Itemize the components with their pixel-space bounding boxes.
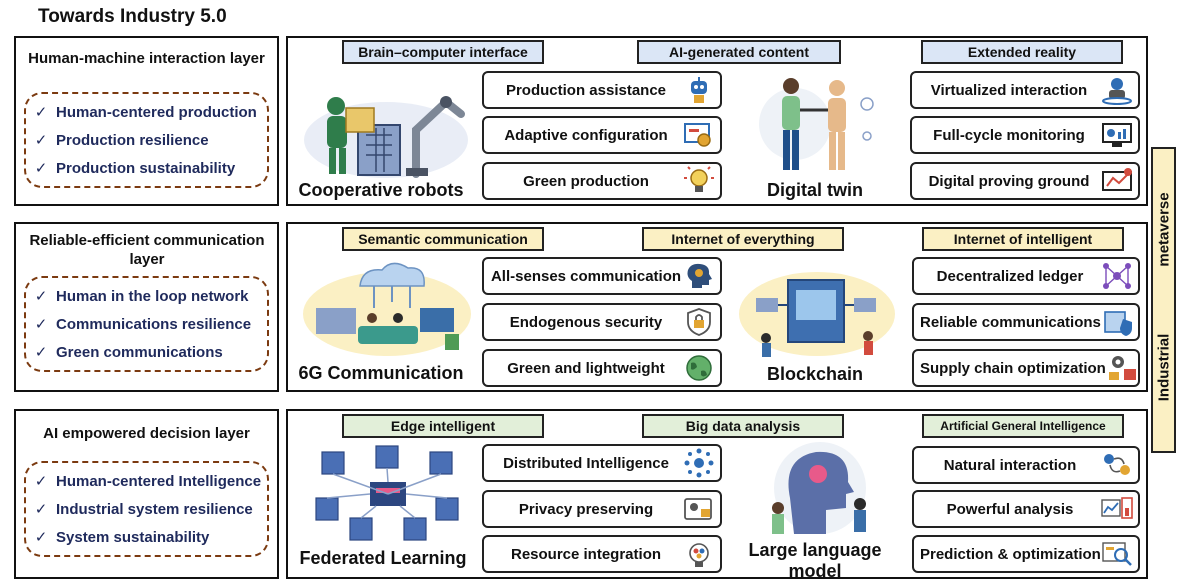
goals-list: ✓Human-centered Intelligence ✓Industrial… — [24, 461, 269, 557]
natural-interaction-icon — [1104, 454, 1130, 475]
tech-tag: AI-generated content — [637, 40, 841, 64]
tech-tag: Extended reality — [921, 40, 1123, 64]
feature-box: Decentralized ledger — [912, 257, 1140, 295]
goals-list: ✓Human-centered production ✓Production r… — [24, 92, 269, 188]
layer-title: Reliable-efficient communication layer — [29, 232, 265, 268]
prediction-magnifier-icon — [1102, 542, 1132, 566]
goal-item: ✓System sustainability — [26, 523, 267, 551]
tech-tag: Internet of everything — [642, 227, 844, 251]
feature-box: Resource integration — [482, 535, 722, 573]
green-globe-icon — [686, 355, 712, 381]
feature-box: Prediction & optimization — [912, 535, 1140, 573]
industrial-metaverse-bar: Industrial metaverse — [1151, 147, 1176, 453]
goal-item: ✓Green communications — [26, 338, 267, 366]
feature-box: Natural interaction — [912, 446, 1140, 484]
layer-comm-left-panel: Reliable-efficient communication layer ✓… — [14, 222, 279, 392]
illustration-label: 6G Communication — [298, 363, 464, 383]
metaverse-label-line1: Industrial — [1155, 333, 1173, 402]
check-icon: ✓ — [34, 160, 48, 177]
check-icon: ✓ — [34, 288, 48, 305]
federated-learning-illustration — [315, 445, 459, 541]
lightbulb-icon — [684, 166, 714, 192]
feature-box: All-senses communication — [482, 257, 722, 295]
feature-box: Digital proving ground — [910, 162, 1140, 200]
check-icon: ✓ — [34, 501, 48, 518]
assistant-robot-icon — [691, 77, 707, 103]
large-language-model-illustration — [772, 442, 866, 534]
distributed-network-icon — [684, 448, 714, 478]
check-icon: ✓ — [34, 344, 48, 361]
tech-tag: Big data analysis — [642, 414, 844, 438]
monitor-icon — [1102, 123, 1132, 147]
configuration-gear-icon — [684, 123, 711, 147]
tech-tag: Semantic communication — [342, 227, 544, 251]
illustration-label: Blockchain — [766, 364, 864, 384]
check-icon: ✓ — [34, 473, 48, 490]
illustration-label: Large language model — [748, 540, 882, 581]
feature-box: Reliable communications — [912, 303, 1140, 341]
blockchain-illustration — [739, 272, 895, 357]
vr-headset-icon — [1102, 78, 1132, 105]
tech-tag: Internet of intelligent — [922, 227, 1124, 251]
goal-item: ✓Human in the loop network — [26, 282, 267, 310]
feature-box: Supply chain optimization — [912, 349, 1140, 387]
goal-item: ✓Production resilience — [26, 126, 267, 154]
goal-item: ✓Industrial system resilience — [26, 495, 267, 523]
feature-box: Endogenous security — [482, 303, 722, 341]
privacy-id-icon — [684, 498, 712, 520]
layer-title: Human-machine interaction layer — [28, 50, 265, 67]
check-icon: ✓ — [34, 316, 48, 333]
proving-ground-icon — [1102, 168, 1132, 191]
check-icon: ✓ — [34, 529, 48, 546]
check-icon: ✓ — [34, 104, 48, 121]
feature-box: Full-cycle monitoring — [910, 116, 1140, 154]
illustration-label: Digital twin — [767, 180, 863, 200]
feature-box: Virtualized interaction — [910, 71, 1140, 109]
check-icon: ✓ — [34, 132, 48, 149]
feature-box: Powerful analysis — [912, 490, 1140, 528]
feature-box: Production assistance — [482, 71, 722, 109]
layer-ai-left-panel: AI empowered decision layer ✓Human-cente… — [14, 409, 279, 579]
digital-twin-illustration — [759, 78, 874, 170]
6g-communication-illustration — [303, 262, 471, 356]
goal-item: ✓Communications resilience — [26, 310, 267, 338]
tech-tag: Edge intelligent — [342, 414, 544, 438]
goal-item: ✓Human-centered production — [26, 98, 267, 126]
layer-hmi-left-panel: Human-machine interaction layer ✓Human-c… — [14, 36, 279, 206]
security-lock-icon — [687, 308, 711, 336]
cooperative-robots-illustration — [304, 96, 468, 178]
feature-box: Green production — [482, 162, 722, 200]
goal-item: ✓Human-centered Intelligence — [26, 467, 267, 495]
integration-bulb-icon — [689, 543, 709, 567]
metaverse-label-line2: metaverse — [1155, 192, 1173, 267]
feature-box: Adaptive configuration — [482, 116, 722, 154]
goals-list: ✓Human in the loop network ✓Communicatio… — [24, 276, 269, 372]
tech-tag: Brain–computer interface — [342, 40, 544, 64]
tech-tag: Artificial General Intelligence — [922, 414, 1124, 438]
page-title: Towards Industry 5.0 — [38, 6, 227, 27]
brain-head-icon — [687, 263, 712, 288]
illustration-label: Cooperative robots — [298, 180, 464, 200]
feature-box: Distributed Intelligence — [482, 444, 722, 482]
layer-title: AI empowered decision layer — [43, 425, 250, 442]
goal-item: ✓Production sustainability — [26, 154, 267, 182]
feature-box: Green and lightweight — [482, 349, 722, 387]
analysis-chart-icon — [1101, 497, 1133, 519]
feature-box: Privacy preserving — [482, 490, 722, 528]
illustration-label: Federated Learning — [299, 548, 467, 568]
supply-chain-icon — [1108, 356, 1136, 380]
reliable-shield-icon — [1104, 311, 1132, 336]
ledger-network-icon — [1103, 263, 1131, 289]
